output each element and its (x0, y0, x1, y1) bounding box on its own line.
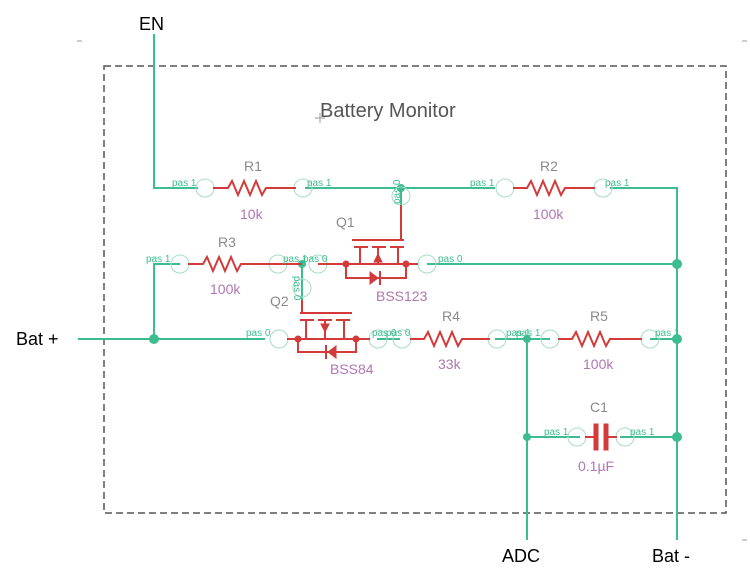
resistor-r5[interactable]: pas 1 pas 1 R5 100k (516, 308, 680, 372)
q2-pin-source: pas 0 (372, 328, 397, 339)
resistor-r2[interactable]: pas 1 pas 1 R2 100k (470, 158, 630, 222)
r2-pin-a: pas 1 (470, 178, 495, 189)
mosfet-q2[interactable]: pas 0 pas 0 pas 0 Q2 BSS84 (246, 276, 397, 377)
c1-pin-b: pas 1 (630, 427, 655, 438)
q1-pin-source: pas 0 (438, 254, 463, 265)
module-title: Battery Monitor (320, 100, 456, 122)
r3-ref: R3 (218, 234, 236, 250)
c1-value: 0.1µF (578, 458, 614, 474)
resistor-r1[interactable]: pas 1 pas 1 R1 10k (172, 158, 332, 222)
q2-ref: Q2 (270, 293, 289, 309)
r1-value: 10k (240, 206, 264, 222)
q1-value: BSS123 (376, 288, 428, 304)
r5-value: 100k (583, 356, 614, 372)
r2-value: 100k (533, 206, 564, 222)
net-label-bat-plus: Bat + (16, 329, 59, 349)
q2-value: BSS84 (330, 361, 374, 377)
q1-ref: Q1 (336, 214, 355, 230)
mosfet-q1[interactable]: pas 0 pas 0 pas 0 Q1 BSS123 (303, 179, 463, 304)
r4-value: 33k (438, 356, 462, 372)
r4-pin-b: pas 1 (506, 328, 531, 339)
r5-pin-b: pas 1 (655, 328, 680, 339)
r4-pin-a: pas 0 (386, 328, 411, 339)
r3-value: 100k (210, 281, 241, 297)
c1-pin-a: pas 1 (544, 427, 569, 438)
r1-pin-b: pas 1 (307, 178, 332, 189)
q1-pin-gate: pas 0 (303, 254, 328, 265)
r1-pin-a: pas 1 (172, 178, 197, 189)
module-boundary (103, 65, 727, 514)
capacitor-c1[interactable]: pas 1 pas 1 C1 0.1µF (544, 399, 655, 474)
r2-ref: R2 (540, 158, 558, 174)
q2-pin-gate: pas 0 (291, 276, 302, 301)
net-label-adc: ADC (502, 546, 540, 566)
junctions (149, 184, 682, 442)
r2-pin-b: pas 1 (605, 178, 630, 189)
r5-ref: R5 (590, 308, 608, 324)
resistor-r3[interactable]: pas 1 pas 1 R3 100k (146, 234, 308, 297)
r3-pin-a: pas 1 (146, 254, 171, 265)
q1-pin-drain: pas 0 (392, 179, 403, 204)
r5-pin-a: pas 1 (516, 328, 541, 339)
r1-ref: R1 (244, 158, 262, 174)
q2-pin-drain: pas 0 (246, 328, 271, 339)
r4-ref: R4 (442, 308, 460, 324)
net-label-bat-minus: Bat - (652, 546, 690, 566)
r3-pin-b: pas 1 (283, 254, 308, 265)
resistor-r4[interactable]: pas 0 pas 1 R4 33k (386, 308, 531, 372)
net-label-en: EN (139, 14, 164, 34)
c1-ref: C1 (590, 399, 608, 415)
